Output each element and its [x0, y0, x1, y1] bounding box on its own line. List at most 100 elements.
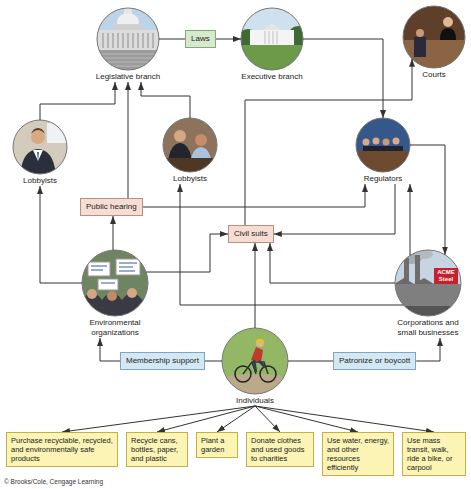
node-text: Lobbyists — [10, 176, 70, 186]
desk — [355, 151, 411, 173]
node-text: Plant a garden — [201, 436, 233, 454]
link-box: Membership support — [120, 352, 205, 370]
photo-rim — [356, 118, 410, 172]
sign-text: ACME Steel — [434, 268, 458, 284]
head — [127, 288, 137, 298]
node-text: Individuals — [220, 396, 290, 406]
connector — [410, 145, 445, 255]
room — [162, 117, 218, 173]
capitol-photo — [96, 6, 160, 72]
connector — [141, 82, 190, 118]
cyclist-photo — [221, 327, 289, 395]
photo-rim — [222, 328, 288, 394]
action-box: Use water, energy, and other resources e… — [322, 432, 394, 476]
connector — [40, 82, 115, 120]
node-text: Laws — [191, 34, 210, 44]
connector — [146, 234, 228, 272]
lawn — [240, 45, 304, 72]
photo-node: Individuals — [220, 328, 290, 406]
shirt — [33, 150, 43, 161]
roof — [394, 278, 434, 284]
connector — [180, 184, 403, 305]
node-text: Civil suits — [234, 229, 268, 239]
white-house-photo — [238, 7, 308, 72]
photo-rim — [403, 6, 465, 68]
node-text: Executive branch — [222, 72, 322, 82]
action-box: Plant a garden — [196, 432, 238, 458]
crowd-ground — [81, 249, 149, 317]
photo-node: Legislative branch — [78, 8, 178, 82]
head — [383, 139, 390, 146]
node-text: Membership support — [126, 356, 199, 366]
plant — [394, 284, 462, 306]
connector — [245, 59, 412, 225]
photo-rim — [241, 8, 303, 70]
photo-node: Lobbyists — [160, 118, 220, 184]
connector — [128, 82, 129, 198]
connector — [217, 406, 255, 432]
photo-node: Regulators — [348, 118, 418, 184]
node-text: Corporations and small businesses — [390, 318, 466, 338]
copyright-note: © Brooks/Cole, Cengage Learning — [4, 478, 103, 486]
lobbyists-photo — [162, 117, 218, 174]
connector — [274, 184, 395, 234]
node-text: Legislative branch — [78, 72, 178, 82]
photo-node: Executive branch — [222, 8, 322, 82]
photo-rim — [163, 118, 217, 172]
rider-head — [256, 339, 264, 347]
photo-node: Corporations and small businesses — [390, 250, 466, 338]
head — [31, 130, 45, 144]
node-text: Recycle cans, bottles, paper, and plasti… — [131, 436, 183, 463]
head — [87, 289, 97, 299]
connector — [143, 184, 365, 207]
connector — [270, 243, 395, 283]
connector — [62, 406, 255, 432]
backdrop — [355, 117, 411, 173]
connector — [288, 361, 333, 362]
pediment — [263, 23, 281, 30]
hair — [31, 128, 45, 134]
office — [12, 119, 68, 175]
photo-node: Lobbyists — [10, 120, 70, 186]
node-text: Lobbyists — [160, 174, 220, 184]
connector — [255, 406, 434, 432]
node-text: Use mass transit, walk, ride a bike, or … — [407, 436, 461, 472]
node-text: Patronize or boycott — [339, 356, 410, 366]
photo-node: Courts — [404, 6, 464, 80]
columns — [103, 33, 153, 48]
tie — [37, 152, 39, 162]
rider-shirt — [251, 347, 263, 362]
node-text: Public hearing — [86, 202, 137, 212]
node-text: Donate clothes and used goods to chariti… — [251, 436, 309, 463]
head — [373, 138, 380, 145]
sky — [96, 7, 160, 71]
node-text: Courts — [404, 70, 464, 80]
connector — [205, 361, 222, 362]
sign-marks — [91, 263, 137, 283]
head — [363, 139, 370, 146]
connector — [303, 39, 383, 118]
action-box: Use mass transit, walk, ride a bike, or … — [402, 432, 466, 476]
head — [393, 138, 400, 145]
node-text: Environmental organizations — [75, 318, 155, 338]
connector — [157, 406, 255, 432]
head — [174, 130, 186, 142]
photo-rim — [13, 120, 67, 174]
helmet — [255, 339, 265, 343]
action-box: Donate clothes and used goods to chariti… — [246, 432, 314, 467]
head — [195, 134, 207, 146]
judge-head — [443, 17, 453, 27]
protest-photo — [81, 249, 150, 318]
node-text: Use water, energy, and other resources e… — [327, 436, 389, 472]
connector — [40, 186, 82, 283]
facade — [98, 30, 158, 50]
process-box: Public hearing — [80, 198, 143, 216]
park — [221, 327, 289, 395]
connector — [410, 184, 411, 255]
head — [107, 291, 117, 301]
node-text: Purchase recyclable, recycled, and envir… — [11, 436, 113, 463]
sign — [88, 262, 110, 276]
